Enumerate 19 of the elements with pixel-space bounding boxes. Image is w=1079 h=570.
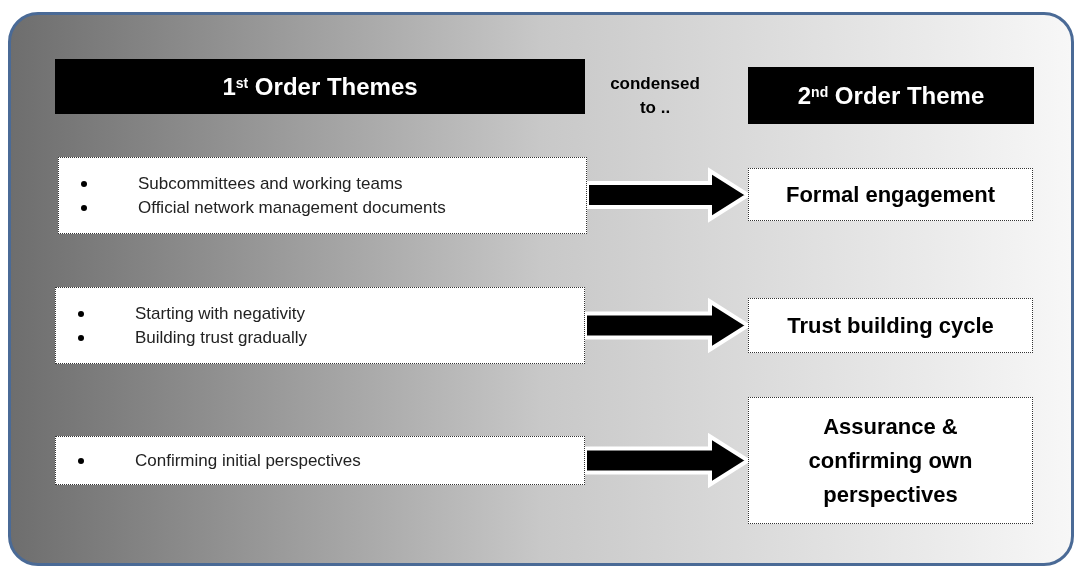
header-text: 1$^{st}$ Order Themes <box>222 71 418 102</box>
header-text: 2$^{nd}$ Order Theme <box>797 80 985 111</box>
theme-item: Building trust gradually <box>135 326 307 349</box>
theme-box <box>748 298 1033 353</box>
transition-label: condensed to .. <box>609 73 701 119</box>
theme-list-box <box>58 157 587 234</box>
theme-list-box <box>55 436 585 485</box>
header-bar <box>55 59 585 114</box>
theme-title: Trust building cycle <box>787 311 994 340</box>
theme-box <box>748 397 1033 524</box>
theme-item: Starting with negativity <box>135 302 306 325</box>
theme-box <box>748 168 1033 221</box>
theme-list-box <box>55 287 585 364</box>
theme-title: Formal engagement <box>785 180 995 209</box>
header-bar <box>748 67 1034 124</box>
theme-item: Official network management documents <box>138 196 446 219</box>
theme-title: Assurance & confirming own perspectives <box>807 412 974 509</box>
theme-item: Confirming initial perspectives <box>135 449 361 472</box>
theme-item: Subcommittees and working teams <box>138 172 403 195</box>
